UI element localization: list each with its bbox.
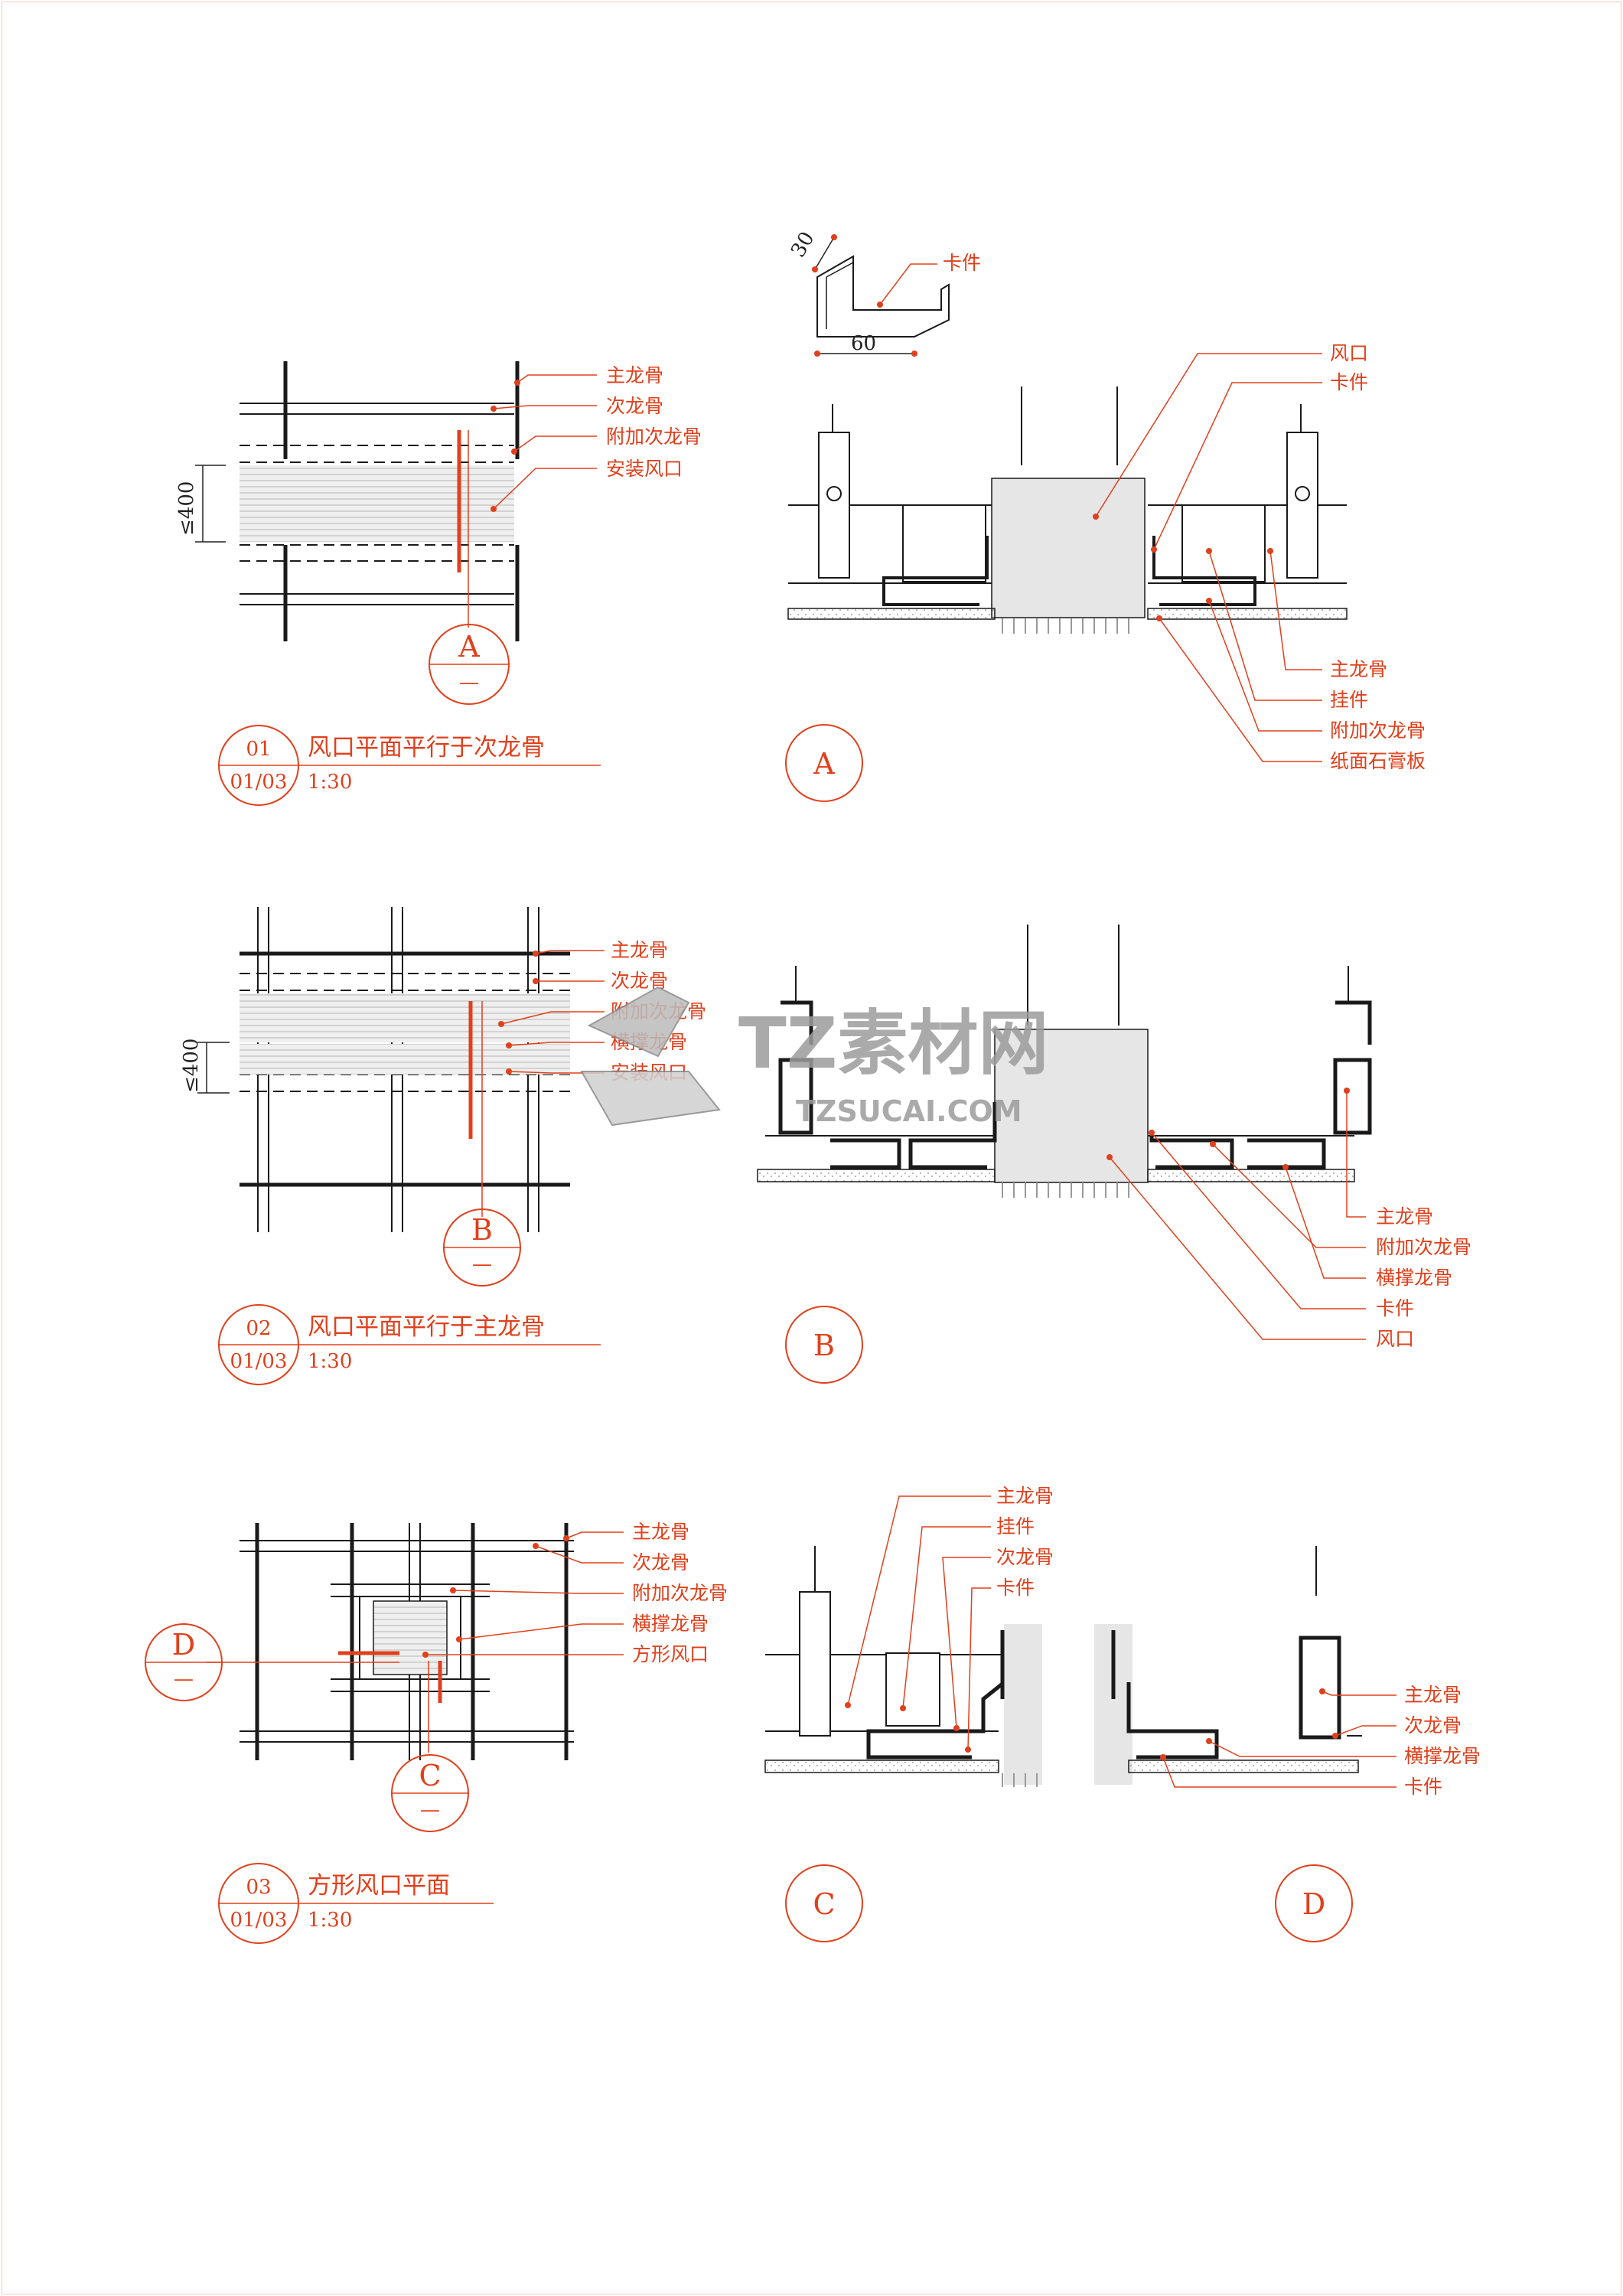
- svg-text:次龙骨: 次龙骨: [632, 1551, 689, 1574]
- plan-03: 主龙骨 次龙骨 附加次龙骨 横撑龙骨 方形风口 D — C — 03 01/03…: [145, 1521, 728, 1944]
- plan02-vent-area: [240, 993, 570, 1042]
- svg-text:B: B: [813, 1329, 835, 1362]
- main-keel-right: [1181, 504, 1266, 582]
- plan01-dimension-text: ≤400: [175, 481, 198, 536]
- svg-text:01: 01: [246, 738, 271, 761]
- gypsum-board-left: [787, 608, 996, 620]
- plan03-section-mark-d: D —: [145, 1623, 223, 1701]
- svg-text:横撑龙骨: 横撑龙骨: [1404, 1745, 1481, 1767]
- detail-b: 主龙骨 附加次龙骨 横撑龙骨 卡件 风口 B: [757, 925, 1471, 1384]
- svg-text:主龙骨: 主龙骨: [611, 939, 668, 961]
- watermark-logo-icon: [587, 986, 690, 1058]
- watermark-url: TZSUCAI.COM: [796, 1094, 1022, 1128]
- detail-a: 30 60 卡件: [785, 228, 1426, 802]
- svg-text:方形风口: 方形风口: [632, 1643, 709, 1665]
- plan01-title: 风口平面平行于次龙骨: [308, 734, 545, 762]
- svg-text:横撑龙骨: 横撑龙骨: [632, 1613, 709, 1635]
- svg-text:主龙骨: 主龙骨: [1376, 1205, 1433, 1228]
- label-vent-a: 风口: [1330, 342, 1368, 364]
- svg-text:—: —: [420, 1799, 440, 1821]
- plan-01: ≤400 主龙骨 次龙骨 附加次龙骨 安装风口 A — 01 01/03 风口平…: [175, 361, 702, 806]
- svg-text:卡件: 卡件: [996, 1577, 1035, 1599]
- svg-text:01/03: 01/03: [230, 771, 288, 794]
- plan02-title-block: 02 01/03 风口平面平行于主龙骨 1:30: [218, 1304, 601, 1385]
- detail-c: 主龙骨 挂件 次龙骨 卡件 C: [764, 1485, 1362, 1942]
- svg-text:次龙骨: 次龙骨: [996, 1546, 1054, 1568]
- plan02-title: 风口平面平行于主龙骨: [308, 1313, 545, 1341]
- svg-text:卡件: 卡件: [1404, 1776, 1442, 1798]
- label-vent: 安装风口: [606, 458, 683, 480]
- vent-box-c: [1004, 1624, 1042, 1785]
- svg-text:D: D: [172, 1628, 195, 1662]
- svg-text:01/03: 01/03: [230, 1909, 288, 1932]
- main-keel-left: [902, 504, 986, 582]
- svg-text:—: —: [459, 671, 479, 694]
- svg-text:附加次龙骨: 附加次龙骨: [632, 1582, 728, 1604]
- detail-c-mark: C: [785, 1864, 863, 1942]
- svg-text:主龙骨: 主龙骨: [632, 1521, 689, 1543]
- label-main-keel-a: 主龙骨: [1330, 658, 1387, 680]
- plan02-scale: 1:30: [308, 1350, 352, 1373]
- plan01-section-mark: A —: [429, 624, 510, 705]
- plan03-title: 方形风口平面: [308, 1872, 450, 1900]
- label-clip: 卡件: [943, 252, 981, 274]
- svg-text:主龙骨: 主龙骨: [996, 1485, 1054, 1507]
- plan02-section-mark: B —: [443, 1208, 521, 1287]
- label-main-keel: 主龙骨: [606, 364, 663, 386]
- plan03-square-vent: [373, 1600, 448, 1675]
- gypsum-board-right: [1147, 608, 1348, 620]
- svg-text:A: A: [458, 630, 480, 664]
- vent-box-a: [991, 478, 1146, 618]
- svg-text:D: D: [1302, 1887, 1325, 1921]
- label-secondary-keel: 次龙骨: [606, 395, 663, 417]
- label-hanger-a: 挂件: [1330, 689, 1368, 711]
- label-gypsum-a: 纸面石膏板: [1330, 750, 1426, 772]
- detail-d-mark: D: [1275, 1864, 1353, 1942]
- svg-text:—: —: [472, 1253, 492, 1276]
- plan01-dimension: [195, 465, 226, 543]
- svg-text:次龙骨: 次龙骨: [1404, 1714, 1462, 1737]
- svg-text:横撑龙骨: 横撑龙骨: [1376, 1267, 1452, 1289]
- svg-text:风口: 风口: [1376, 1328, 1414, 1350]
- label-extra-keel: 附加次龙骨: [606, 426, 702, 448]
- hanger-left: [818, 432, 850, 579]
- svg-text:C: C: [419, 1759, 441, 1792]
- svg-text:C: C: [813, 1887, 835, 1921]
- plan01-leaders: [493, 374, 597, 510]
- detail-b-mark: B: [785, 1306, 863, 1384]
- clip-isometric: 30 60 卡件: [787, 228, 981, 357]
- hanger-right: [1286, 432, 1318, 579]
- watermark-brand: TZ素材网: [738, 1003, 1048, 1084]
- detail-d: 主龙骨 次龙骨 横撑龙骨 卡件 D: [1160, 1684, 1481, 1942]
- plan03-scale: 1:30: [308, 1909, 352, 1932]
- watermark: TZ素材网 TZSUCAI.COM: [580, 986, 1048, 1128]
- svg-text:B: B: [471, 1213, 493, 1247]
- svg-text:卡件: 卡件: [1376, 1297, 1414, 1319]
- detail-a-mark: A: [785, 724, 863, 802]
- svg-text:A: A: [813, 747, 835, 781]
- svg-text:主龙骨: 主龙骨: [1404, 1684, 1462, 1706]
- plan01-scale: 1:30: [308, 771, 352, 794]
- svg-text:挂件: 挂件: [996, 1515, 1035, 1538]
- plan03-section-mark-c: C —: [391, 1754, 469, 1832]
- label-clip-a: 卡件: [1330, 371, 1368, 393]
- svg-text:01/03: 01/03: [230, 1350, 288, 1373]
- svg-text:03: 03: [246, 1876, 271, 1899]
- plan01-vent-area: [240, 465, 514, 542]
- plan03-title-block: 03 01/03 方形风口平面 1:30: [218, 1863, 494, 1944]
- plan01-main-keels: [283, 361, 520, 641]
- svg-text:附加次龙骨: 附加次龙骨: [1376, 1236, 1471, 1258]
- svg-text:02: 02: [246, 1317, 271, 1340]
- svg-text:30: 30: [787, 228, 820, 262]
- svg-text:—: —: [174, 1668, 194, 1691]
- label-extra-keel-a: 附加次龙骨: [1330, 719, 1426, 742]
- svg-text:≤400: ≤400: [180, 1039, 203, 1093]
- plan-02: ≤400 主龙骨 次龙骨 附加次龙骨 横撑龙骨 安装风口 B — 02 01/0…: [180, 907, 706, 1385]
- svg-text:60: 60: [851, 332, 876, 355]
- plan01-title-block: 01 01/03 风口平面平行于次龙骨 1:30: [218, 725, 601, 806]
- vent-box-b: [994, 1029, 1149, 1183]
